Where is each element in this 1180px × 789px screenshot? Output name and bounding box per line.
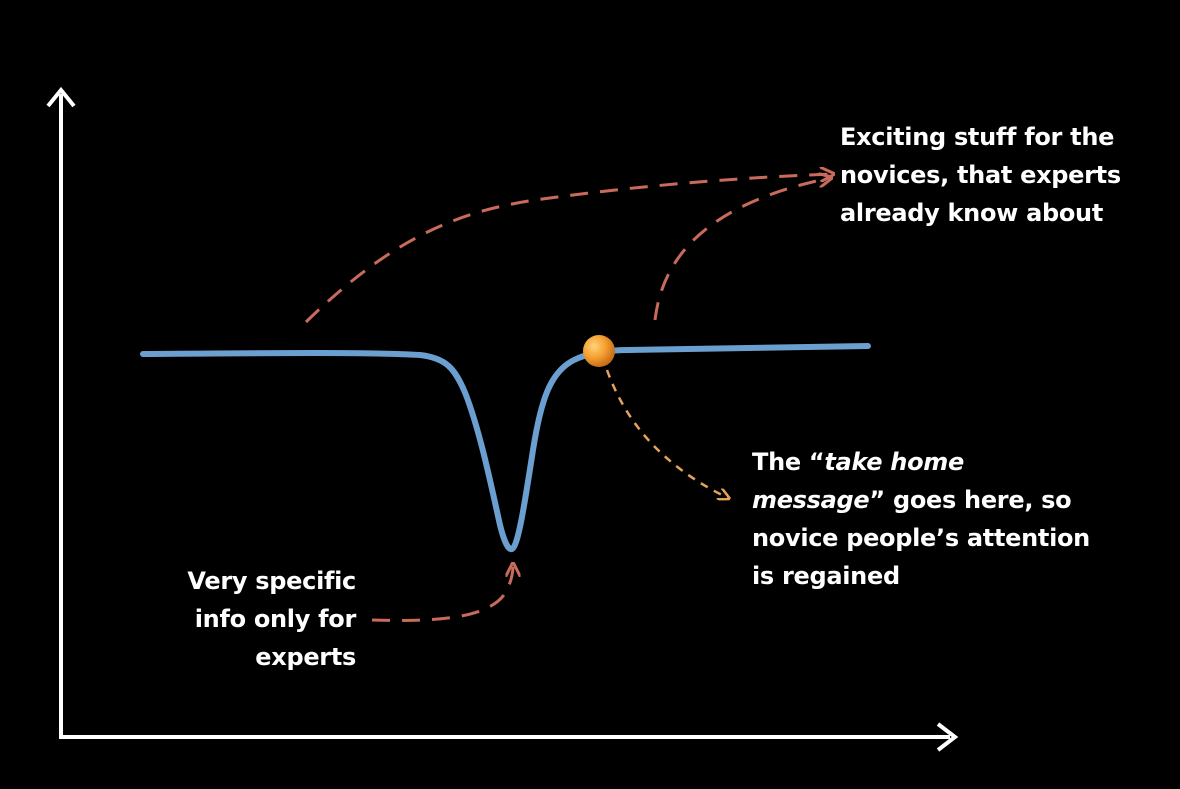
arrow-to-experts-dip: [371, 565, 513, 622]
arrow-to-take-home: [605, 369, 728, 498]
novices-callout: Exciting stuff for the novices, that exp…: [840, 118, 1121, 232]
attention-curve: [140, 343, 871, 553]
novices-line-2: novices, that experts: [840, 161, 1121, 189]
take-home-line-2: message” goes here, so: [752, 481, 1090, 519]
take-home-line-1-prefix: The “: [752, 448, 825, 476]
arrow-right-icon: [936, 722, 959, 752]
take-home-callout: The “take home message” goes here, so no…: [752, 443, 1090, 595]
arrow-to-novices-short: [653, 178, 830, 321]
arrow-to-novices-long: [304, 174, 832, 324]
orange-dot-icon: [583, 335, 615, 367]
experts-callout: Very specific info only for experts: [150, 562, 356, 676]
experts-line-1: Very specific: [187, 567, 356, 595]
take-home-line-1: The “take home: [752, 443, 1090, 481]
take-home-line-2-emphasis: message: [752, 486, 870, 514]
novices-line-1: Exciting stuff for the: [840, 123, 1115, 151]
experts-line-3: experts: [255, 643, 356, 671]
arrow-up-icon: [46, 86, 76, 108]
take-home-line-3: novice people’s attention: [752, 524, 1090, 552]
take-home-line-2-suffix: ” goes here, so: [869, 486, 1072, 514]
novices-line-3: already know about: [840, 199, 1103, 227]
experts-line-2: info only for: [194, 605, 357, 633]
take-home-line-4: is regained: [752, 562, 900, 590]
axes: [46, 86, 959, 752]
take-home-line-1-emphasis: take home: [824, 448, 964, 476]
